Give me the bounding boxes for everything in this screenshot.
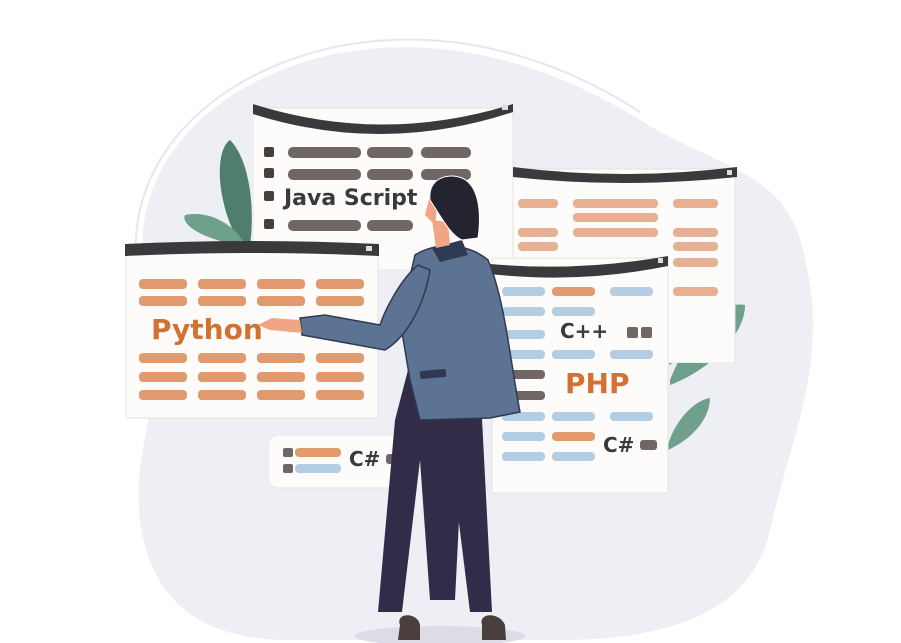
php-window: C++ PHP C# <box>490 250 672 495</box>
csharp-label: C# <box>603 433 635 457</box>
javascript-label: Java Script <box>284 186 418 211</box>
cpp-label: C++ <box>560 319 609 343</box>
python-label: Python <box>151 313 263 346</box>
php-label: PHP <box>565 367 630 400</box>
csharp-card: C# <box>268 435 418 490</box>
csharp-card-label: C# <box>349 447 381 471</box>
javascript-window: Java Script <box>253 100 515 270</box>
